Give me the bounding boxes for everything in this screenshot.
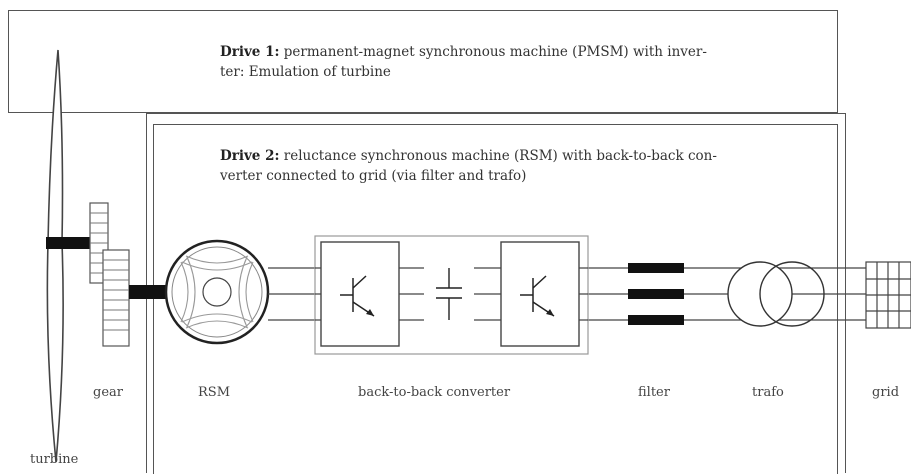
drive2-line2: verter connected to grid (via filter and… <box>220 168 527 184</box>
label-turbine: turbine <box>30 452 79 467</box>
drive1-box <box>8 10 838 113</box>
trafo-icon <box>727 261 825 327</box>
label-filter: filter <box>638 385 670 400</box>
gear-icon <box>89 202 130 347</box>
gear-shaft <box>129 285 175 299</box>
drive2-line1: reluctance synchronous machine (RSM) wit… <box>283 148 717 164</box>
drive1-line1: permanent-magnet synchronous machine (PM… <box>283 44 707 60</box>
drive2-description: Drive 2: reluctance synchronous machine … <box>220 146 820 186</box>
drive1-line2: ter: Emulation of turbine <box>220 64 391 80</box>
drive1-title: Drive 1: <box>220 44 280 60</box>
rsm-machine-icon <box>164 239 270 345</box>
label-converter: back-to-back converter <box>358 385 511 400</box>
label-trafo: trafo <box>752 385 784 400</box>
label-gear: gear <box>93 385 123 400</box>
grid-icon <box>865 261 911 329</box>
filter-icon <box>628 263 684 325</box>
drive1-description: Drive 1: permanent-magnet synchronous ma… <box>220 42 820 82</box>
label-rsm: RSM <box>198 385 231 400</box>
converter-icon <box>314 235 589 355</box>
label-grid: grid <box>872 385 900 400</box>
turbine-icon <box>46 49 64 463</box>
turbine-shaft <box>46 237 94 249</box>
drive2-title: Drive 2: <box>220 148 280 164</box>
